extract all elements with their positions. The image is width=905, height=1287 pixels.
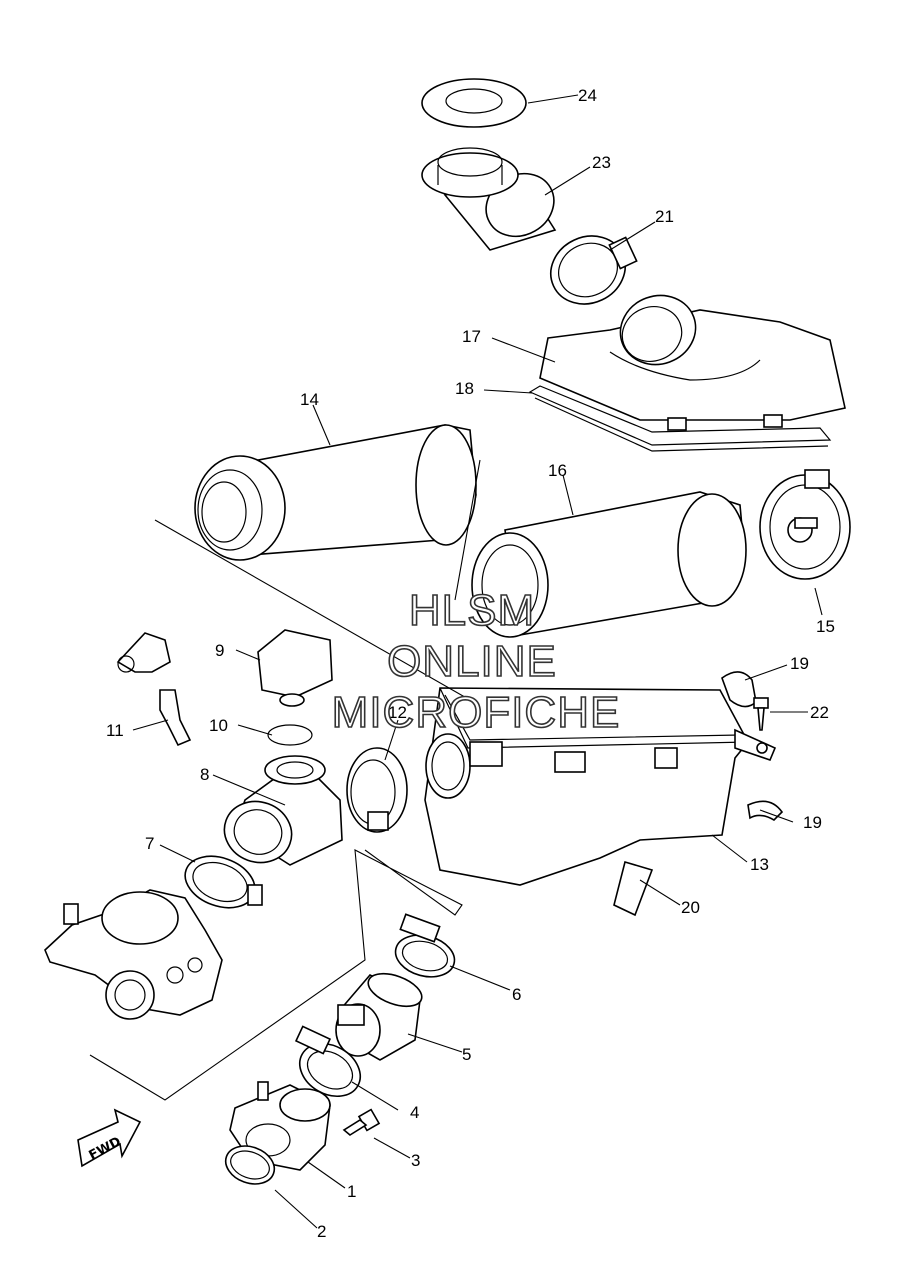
callout-9: 9: [215, 641, 224, 660]
callout-labels: 24 23 21 17 18 14 16 15 19 22 19 13 20 9…: [106, 86, 835, 1241]
callout-18: 18: [455, 379, 474, 398]
part-4-clamp: [294, 1025, 361, 1098]
part-5-joint: [335, 972, 423, 1061]
part-11-hose: [116, 632, 192, 747]
callout-8: 8: [200, 765, 209, 784]
leader-lines: [132, 94, 823, 1229]
callout-1: 1: [347, 1182, 356, 1201]
callout-17: 17: [462, 327, 481, 346]
part-14-element: [194, 424, 477, 561]
part-20-drain: [613, 860, 654, 917]
callout-2: 2: [317, 1222, 326, 1241]
callout-16: 16: [548, 461, 567, 480]
part-3-bolt: [342, 1108, 381, 1136]
callout-13: 13: [750, 855, 769, 874]
part-10-clip: [267, 724, 313, 746]
watermark-line-3: MICROFICHE: [332, 688, 621, 737]
part-19-clip-lower: [747, 800, 784, 821]
part-23-joint: [421, 147, 557, 251]
part-13-case: [424, 687, 777, 886]
watermark-line-1: HLSM: [409, 586, 535, 635]
callout-4: 4: [410, 1103, 419, 1122]
callout-21: 21: [655, 207, 674, 226]
part-21-clamp: [550, 235, 638, 305]
callout-12: 12: [388, 703, 407, 722]
part-8-joint: [223, 755, 343, 866]
callout-15: 15: [816, 617, 835, 636]
callout-19-upper: 19: [790, 654, 809, 673]
fwd-arrow-icon: FWD: [77, 1108, 142, 1168]
assembly-outline: [89, 459, 481, 1101]
part-12-clamp: [346, 747, 408, 833]
part-16-element: [471, 491, 747, 638]
part-18-gasket: [528, 385, 832, 452]
part-17-case-cap: [539, 294, 846, 431]
callout-20: 20: [681, 898, 700, 917]
part-2-oring: [224, 1145, 276, 1185]
watermark-line-2: ONLINE: [387, 637, 557, 686]
callout-10: 10: [209, 716, 228, 735]
callout-14: 14: [300, 390, 319, 409]
part-6-clamp: [394, 913, 456, 978]
callout-11: 11: [106, 721, 124, 740]
part-22-screw: [753, 697, 769, 754]
carburetor: [44, 889, 223, 1020]
part-24-seal: [421, 78, 527, 128]
watermark: HLSM ONLINE MICROFICHE: [331, 585, 621, 738]
part-9-cap: [257, 629, 333, 707]
callout-5: 5: [462, 1045, 471, 1064]
part-19-clip-upper: [721, 671, 757, 708]
callout-7: 7: [145, 834, 154, 853]
part-15-cap: [759, 469, 851, 580]
callout-3: 3: [411, 1151, 420, 1170]
callout-19-lower: 19: [803, 813, 822, 832]
callout-24: 24: [578, 86, 597, 105]
callout-22: 22: [810, 703, 829, 722]
part-7-clamp: [184, 855, 263, 909]
callout-23: 23: [592, 153, 611, 172]
callout-6: 6: [512, 985, 521, 1004]
